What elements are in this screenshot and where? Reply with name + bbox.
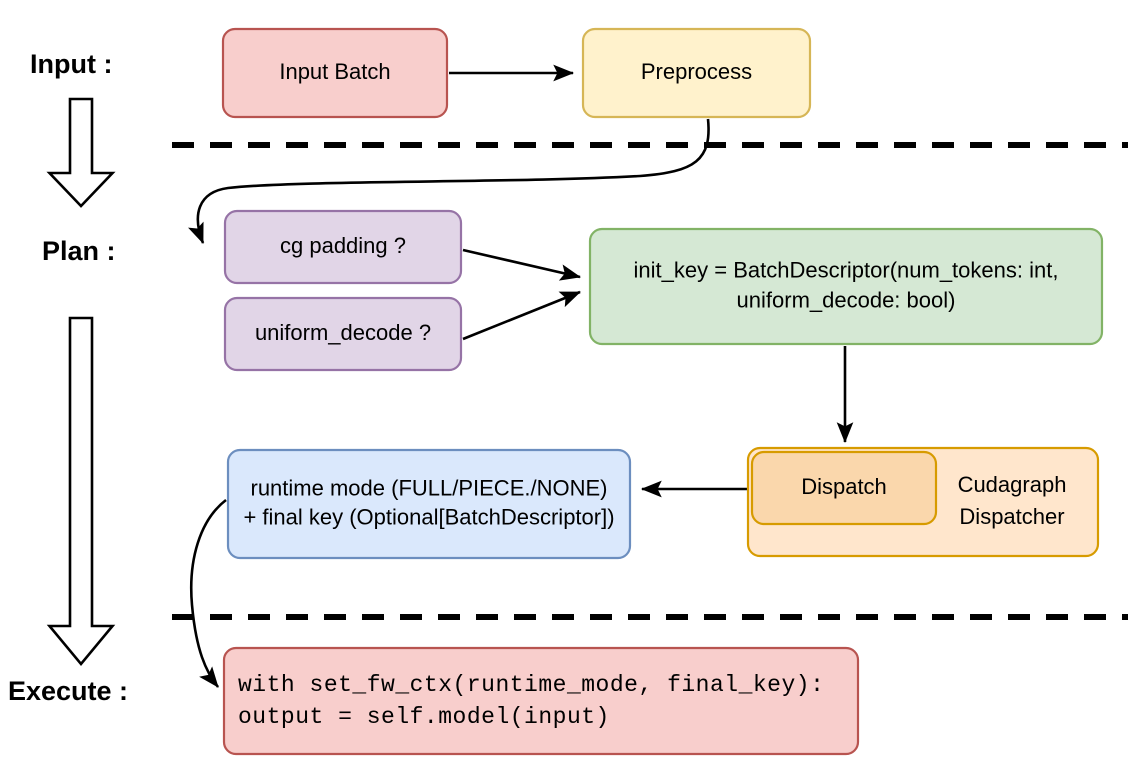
stage-flow-arrows bbox=[46, 97, 116, 667]
cg-padding-box[interactable] bbox=[223, 209, 463, 285]
init-key-line-1: uniform_decode: bool) bbox=[737, 287, 956, 312]
stage-label-input: Input : bbox=[30, 49, 112, 79]
cudagraph-dispatcher-line-1: Dispatcher bbox=[959, 504, 1064, 529]
node-runtime-mode[interactable]: runtime mode (FULL/PIECE./NONE) + final k… bbox=[226, 448, 632, 560]
input-batch-label: Input Batch bbox=[279, 59, 390, 84]
node-init-key[interactable]: init_key = BatchDescriptor(num_tokens: i… bbox=[588, 227, 1104, 346]
edges-layer bbox=[188, 64, 854, 688]
edge-runtime-mode-to-code bbox=[190, 498, 227, 688]
node-execute-code[interactable]: with set_fw_ctx(runtime_mode, final_key)… bbox=[222, 646, 860, 756]
preprocess-label: Preprocess bbox=[641, 59, 752, 84]
section-dividers bbox=[172, 142, 1128, 620]
stage-labels-layer: Input : Plan : Execute : bbox=[8, 49, 128, 706]
runtime-mode-line-1: + final key (Optional[BatchDescriptor]) bbox=[243, 504, 614, 529]
input-to-plan-arrow bbox=[46, 97, 116, 208]
node-cg-padding[interactable]: cg padding ? bbox=[223, 209, 463, 285]
preprocess-box[interactable] bbox=[581, 27, 812, 119]
edge-uniform-decode-to-init-key bbox=[462, 290, 581, 341]
node-preprocess[interactable]: Preprocess bbox=[581, 27, 812, 119]
stage-label-plan: Plan : bbox=[42, 236, 116, 266]
stage-label-execute: Execute : bbox=[8, 676, 128, 706]
runtime-mode-line-0: runtime mode (FULL/PIECE./NONE) bbox=[251, 475, 608, 500]
edge-cg-padding-to-init-key bbox=[462, 248, 582, 281]
nodes-layer: Input Batch Preprocess cg padding ? uniform… bbox=[221, 27, 1104, 756]
node-uniform-decode[interactable]: uniform_decode ? bbox=[223, 296, 463, 372]
dispatch-label: Dispatch bbox=[801, 474, 887, 499]
edge-preprocess-to-cg-padding bbox=[188, 118, 710, 244]
runtime-mode-box[interactable] bbox=[226, 448, 632, 560]
dispatch-box[interactable] bbox=[750, 450, 938, 526]
cudagraph-dispatcher-line-0: Cudagraph bbox=[958, 472, 1067, 497]
init-key-line-0: init_key = BatchDescriptor(num_tokens: i… bbox=[634, 257, 1059, 282]
init-key-box[interactable] bbox=[588, 227, 1104, 346]
plan-to-execute-arrow bbox=[46, 316, 116, 667]
node-input-batch[interactable]: Input Batch bbox=[221, 27, 449, 119]
input-batch-box[interactable] bbox=[221, 27, 449, 119]
execute-code-box[interactable] bbox=[222, 646, 860, 756]
execute-code-line-0: with set_fw_ctx(runtime_mode, final_key)… bbox=[238, 672, 824, 698]
cg-padding-label: cg padding ? bbox=[280, 233, 406, 258]
uniform-decode-label: uniform_decode ? bbox=[255, 320, 431, 345]
uniform-decode-box[interactable] bbox=[223, 296, 463, 372]
node-dispatch[interactable]: Dispatch bbox=[750, 450, 938, 526]
execute-code-line-1: output = self.model(input) bbox=[238, 704, 610, 730]
